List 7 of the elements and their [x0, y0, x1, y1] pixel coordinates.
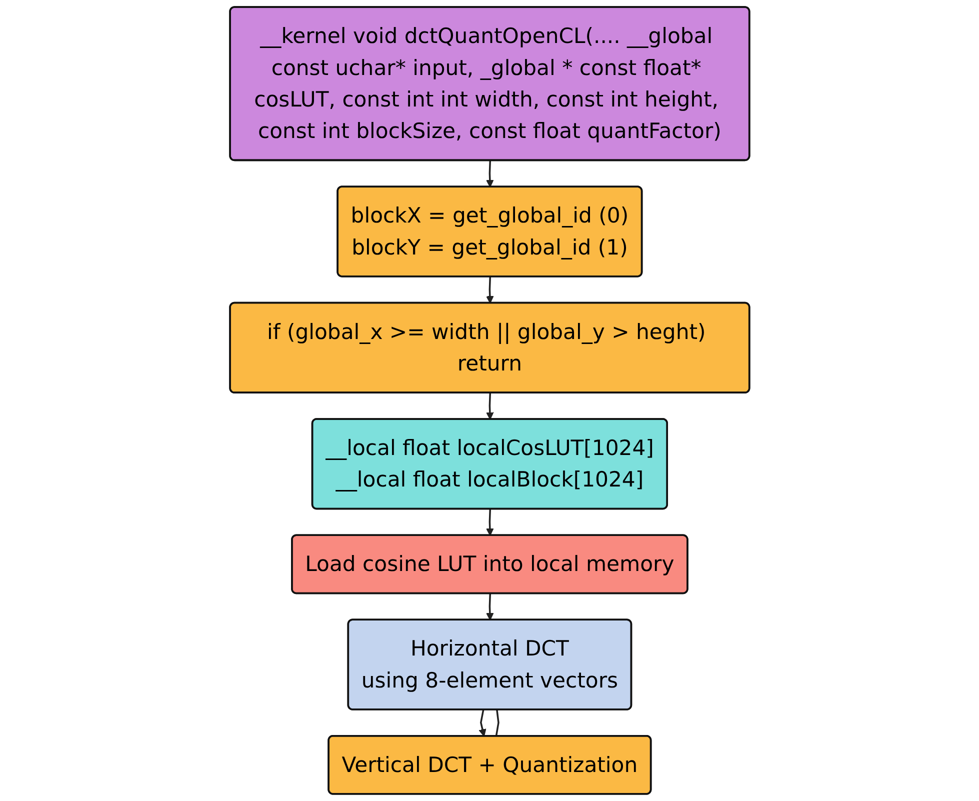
connector [495, 710, 500, 736]
arrow [486, 392, 494, 420]
arrow [486, 160, 494, 188]
arrow [486, 509, 494, 536]
arrow [486, 594, 494, 620]
arrow [478, 710, 486, 737]
arrow [486, 276, 494, 304]
